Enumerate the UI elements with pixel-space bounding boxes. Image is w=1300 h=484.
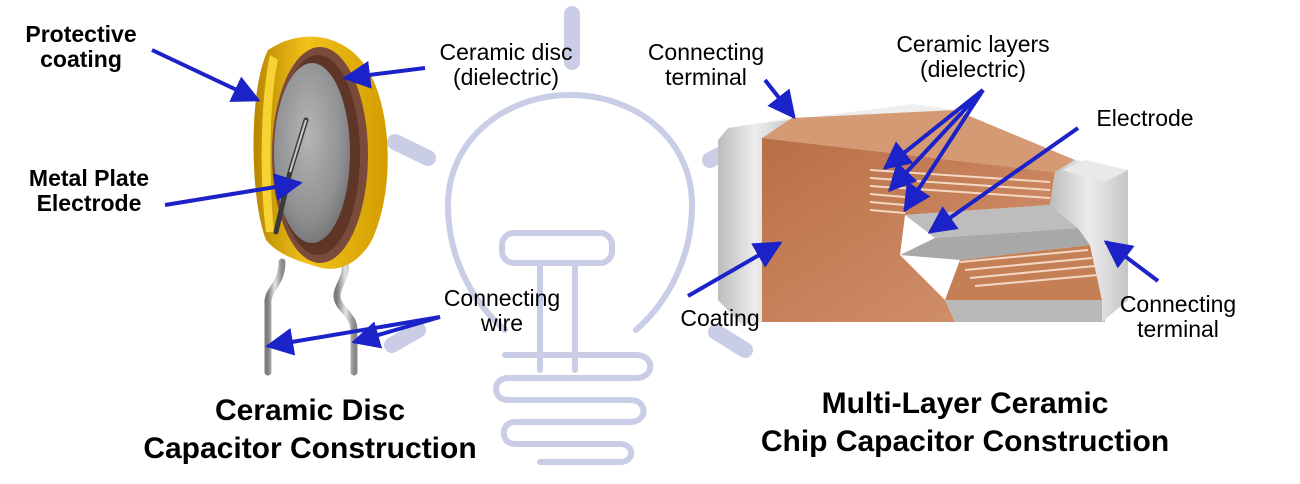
arrow-layers-2 xyxy=(888,88,985,193)
annotation-arrows xyxy=(151,48,1160,356)
label-coating: Coating xyxy=(680,305,760,331)
arrow-metal-plate xyxy=(164,173,303,207)
label-protective-coating: Protective coating xyxy=(25,21,137,72)
label-connecting-wire: Connecting wire xyxy=(443,285,561,336)
lightbulb-watermark-icon xyxy=(384,6,753,465)
mlcc-chip-illustration xyxy=(718,104,1128,325)
arrow-terminal-top xyxy=(763,78,796,120)
arrow-electrode xyxy=(927,126,1080,234)
arrow-layers-3 xyxy=(903,88,985,213)
arrow-protective-coating xyxy=(151,48,261,102)
arrow-ceramic-disc xyxy=(342,60,426,89)
label-electrode: Electrode xyxy=(1096,105,1194,131)
arrow-coating xyxy=(687,241,783,298)
title-mlcc-capacitor: Multi-Layer Ceramic Chip Capacitor Const… xyxy=(760,387,1170,458)
label-metal-plate-electrode: Metal Plate Electrode xyxy=(28,165,150,216)
arrow-layers-1 xyxy=(882,88,985,170)
label-ceramic-disc: Ceramic disc (dielectric) xyxy=(439,39,573,90)
title-ceramic-disc-capacitor: Ceramic Disc Capacitor Construction xyxy=(143,394,477,465)
label-ceramic-layers: Ceramic layers (dielectric) xyxy=(896,31,1050,82)
arrow-terminal-bottom xyxy=(1103,240,1160,283)
arrow-wire-right xyxy=(351,315,441,349)
ceramic-disc-capacitor-illustration xyxy=(253,36,388,376)
label-connecting-terminal-top: Connecting terminal xyxy=(647,39,765,90)
label-connecting-terminal-bottom: Connecting terminal xyxy=(1119,291,1237,342)
